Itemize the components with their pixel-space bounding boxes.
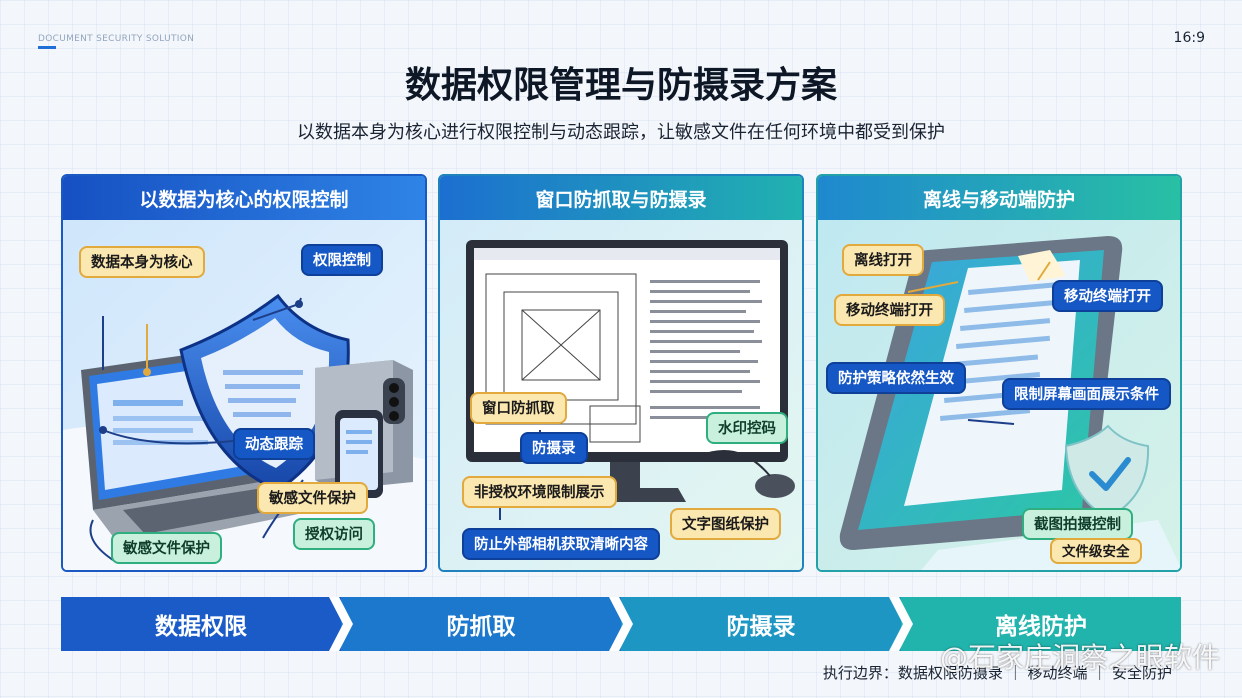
flow-step-label: 防摄录 [726,614,796,640]
panel-offline-mobile: 离线与移动端防护 [816,174,1182,572]
flow-step-offline-protection: 离线防护 [901,597,1181,651]
label-authorized-access: 授权访问 [293,518,375,550]
flow-step-label: 数据权限 [155,614,247,640]
panel-title: 窗口防抓取与防摄录 [440,176,802,220]
chevron-right-icon [889,597,913,651]
label-unauthorized-env-restriction: 非授权环境限制展示 [462,476,617,508]
label-screenshot-control: 截图拍摄控制 [1022,508,1133,540]
label-text-drawing-protection: 文字图纸保护 [670,508,781,540]
panel-title: 离线与移动端防护 [818,176,1180,220]
label-offline-open: 离线打开 [842,244,924,276]
header-tag: DOCUMENT SECURITY SOLUTION [38,34,195,44]
label-sensitive-file-protection-2: 敏感文件保护 [111,532,222,564]
flow-step-label: 离线防护 [995,614,1087,640]
label-sensitive-file-protection: 敏感文件保护 [257,482,368,514]
process-flow-bar: 数据权限 防抓取 防摄录 离线防护 [61,597,1181,651]
watermark: @石家庄洞察之眼软件 [939,641,1220,674]
panel-title: 以数据为核心的权限控制 [63,176,425,220]
header-accent-line [38,46,56,49]
label-file-level-security: 文件级安全 [1050,538,1142,564]
page-subtitle: 以数据本身为核心进行权限控制与动态跟踪，让敏感文件在任何环境中都受到保护 [297,122,945,143]
label-mobile-open: 移动终端打开 [1052,280,1163,312]
flow-step-anti-recording: 防摄录 [621,597,913,651]
label-permission-control: 权限控制 [301,244,383,276]
chevron-right-icon [329,597,353,651]
label-dynamic-tracking: 动态跟踪 [233,428,315,460]
panel-anti-capture: 窗口防抓取与防摄录 [438,174,804,572]
label-window-anti-capture: 窗口防抓取 [470,392,567,424]
panel-data-permission: 以数据为核心的权限控制 [61,174,427,572]
chevron-right-icon [609,597,633,651]
flow-step-data-permission: 数据权限 [61,597,353,651]
label-block-external-camera: 防止外部相机获取清晰内容 [462,528,660,560]
aspect-ratio-label: 16:9 [1173,30,1205,46]
label-data-core: 数据本身为核心 [79,246,205,278]
flow-step-label: 防抓取 [446,614,516,640]
footer-note: 执行边界：数据权限防摄录 ｜ 移动终端 ｜ 安全防护 [822,664,1172,682]
label-watermark-code: 水印控码 [706,412,788,444]
label-mobile-open-2: 移动终端打开 [834,294,945,326]
label-screen-display-restriction: 限制屏幕画面展示条件 [1002,378,1171,410]
label-policy-still-effective: 防护策略依然生效 [826,362,966,394]
label-anti-recording: 防摄录 [520,432,588,464]
page-title: 数据权限管理与防摄录方案 [404,65,837,106]
flow-step-anti-capture: 防抓取 [341,597,633,651]
